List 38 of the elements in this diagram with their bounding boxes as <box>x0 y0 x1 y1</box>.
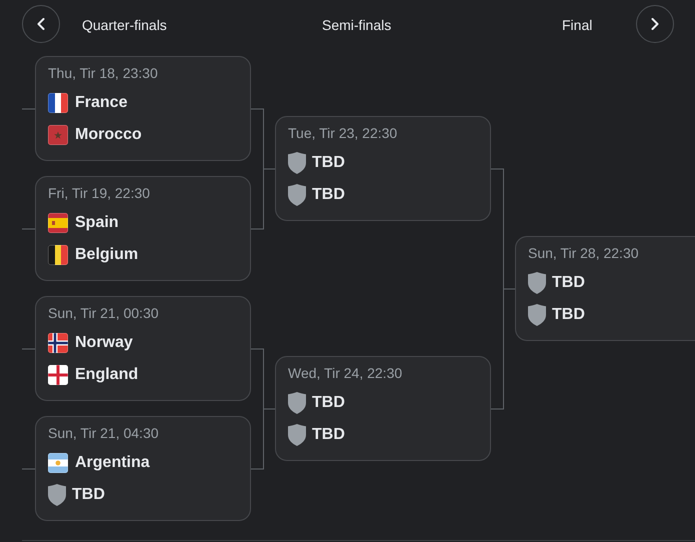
team-name: TBD <box>312 393 345 413</box>
match-date-time: Wed, Tir 24, 22:30 <box>288 364 402 382</box>
team-name: Spain <box>75 213 119 233</box>
match-date-time: Thu, Tir 18, 23:30 <box>48 64 158 82</box>
team-name: France <box>75 93 128 113</box>
team-name: TBD <box>552 305 585 325</box>
connector-stub-line <box>22 348 36 350</box>
bracket-line <box>250 408 276 470</box>
team-name: Argentina <box>75 453 150 473</box>
match-card <box>515 236 695 341</box>
bracket-line <box>490 288 516 410</box>
match-card <box>275 116 491 221</box>
team-name: Norway <box>75 333 133 353</box>
team-name: Morocco <box>75 125 142 145</box>
match-date-time: Fri, Tir 19, 22:30 <box>48 184 150 202</box>
team-name: TBD <box>312 185 345 205</box>
match-card <box>35 176 251 281</box>
team-name: TBD <box>72 485 105 505</box>
connector-stub-line <box>22 108 36 110</box>
connector-stub-line <box>22 468 36 470</box>
team-name: Belgium <box>75 245 138 265</box>
team-name: England <box>75 365 138 385</box>
match-date-time: Sun, Tir 28, 22:30 <box>528 244 639 262</box>
match-date-time: Sun, Tir 21, 04:30 <box>48 424 159 442</box>
match-date-time: Sun, Tir 21, 00:30 <box>48 304 159 322</box>
team-name: TBD <box>312 425 345 445</box>
round-heading: Final <box>562 17 592 33</box>
match-date-time: Tue, Tir 23, 22:30 <box>288 124 398 142</box>
match-card <box>275 356 491 461</box>
match-card <box>35 296 251 401</box>
match-card <box>35 56 251 161</box>
match-card <box>35 416 251 521</box>
team-name: TBD <box>552 273 585 293</box>
team-name: TBD <box>312 153 345 173</box>
bracket-line <box>250 168 276 230</box>
connector-stub-line <box>22 228 36 230</box>
round-heading: Quarter-finals <box>82 17 167 33</box>
round-heading: Semi-finals <box>322 17 392 33</box>
